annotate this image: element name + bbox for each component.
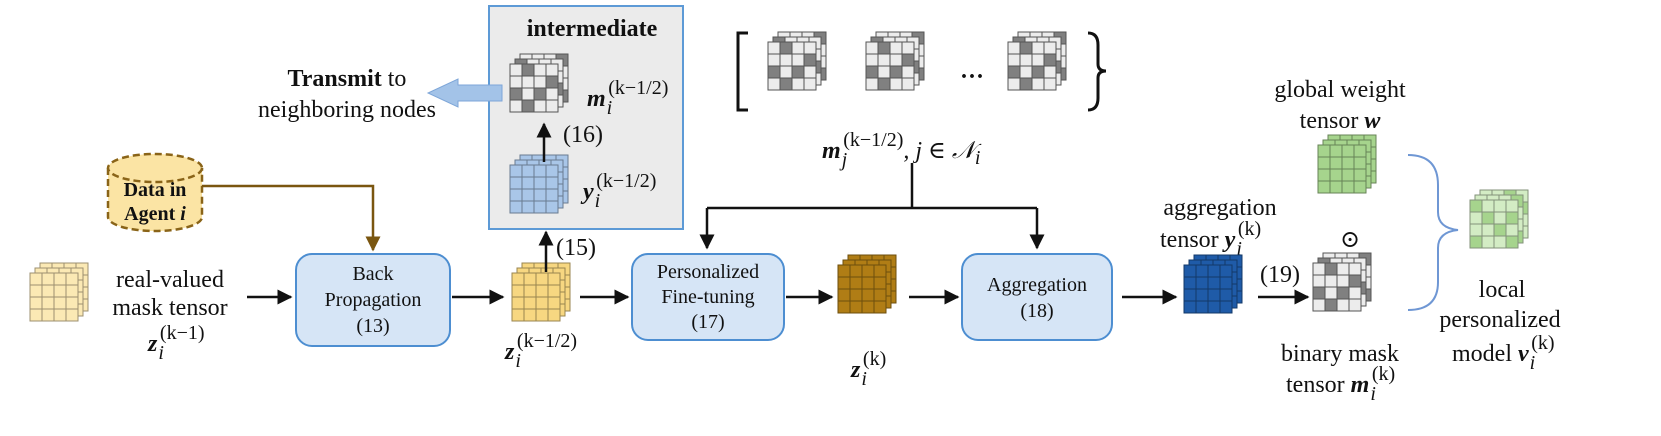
intermediate-title: intermediate bbox=[527, 16, 658, 42]
global-weight-line1: global weight bbox=[1274, 77, 1406, 103]
real-valued-label: real-valued bbox=[116, 267, 224, 293]
m-half-label: mi(k−1/2) bbox=[587, 77, 668, 119]
tensor-neighbor-3 bbox=[1007, 31, 1067, 91]
global-weight-line2: tensor w bbox=[1300, 108, 1382, 134]
tensor-neighbor-1 bbox=[767, 31, 827, 91]
z-prev-label: zi(k−1) bbox=[147, 322, 205, 364]
mask-tensor-label: mask tensor bbox=[112, 295, 227, 321]
aggregation-node bbox=[961, 253, 1113, 341]
neighbor-bracket-left bbox=[736, 31, 748, 112]
binary-mask-line2: tensor mi(k) bbox=[1286, 363, 1395, 405]
tensor-z-k bbox=[837, 254, 897, 314]
tensor-neighbor-2 bbox=[865, 31, 925, 91]
neighbor-brace-right bbox=[1087, 31, 1107, 112]
data-in-agent-cylinder bbox=[106, 152, 204, 233]
y-half-label: yi(k−1/2) bbox=[580, 170, 656, 212]
backprop-eq: (13) bbox=[356, 315, 389, 337]
transmit-label: Transmit to bbox=[288, 66, 407, 92]
neighboring-nodes-label: neighboring nodes bbox=[258, 97, 436, 123]
backprop-line1: Back bbox=[352, 263, 393, 285]
data-to-backprop-arrow bbox=[202, 184, 381, 252]
local-line1: local bbox=[1479, 277, 1526, 303]
data-in-agent-label-line2: Agent i bbox=[124, 203, 186, 225]
local-line2: personalized bbox=[1439, 307, 1560, 333]
tensor-z-half bbox=[511, 262, 571, 322]
finetune-eq: (17) bbox=[691, 311, 724, 333]
local-line3: model vi(k) bbox=[1452, 332, 1555, 374]
local-model-brace bbox=[1407, 154, 1459, 311]
eq16-label: (16) bbox=[563, 122, 603, 148]
finetune-line1: Personalized bbox=[657, 261, 759, 283]
tensor-binary-mask bbox=[1312, 252, 1372, 312]
z-k-label: zi(k) bbox=[850, 348, 886, 390]
aggregation-eq: (18) bbox=[1020, 300, 1053, 322]
tensor-m-half bbox=[509, 53, 569, 113]
eq15-label: (15) bbox=[556, 235, 596, 261]
z-half-label: zi(k−1/2) bbox=[504, 330, 577, 372]
transmit-arrow bbox=[426, 78, 503, 108]
tensor-y-half bbox=[509, 154, 569, 214]
agg-tensor-line2: tensor yi(k) bbox=[1160, 218, 1261, 260]
agg-tensor-line1: aggregation bbox=[1163, 195, 1276, 221]
neighbor-ellipsis: ··· bbox=[960, 64, 984, 90]
data-in-agent-label-line1: Data in bbox=[124, 179, 187, 201]
tensor-aggregation bbox=[1183, 254, 1243, 314]
tensor-local-model bbox=[1469, 189, 1529, 249]
personalized-finetuning-node bbox=[631, 253, 785, 341]
binary-mask-line1: binary mask bbox=[1281, 341, 1399, 367]
odot-symbol: ⊙ bbox=[1340, 227, 1360, 253]
back-propagation-node bbox=[295, 253, 451, 347]
finetune-line2: Fine-tuning bbox=[661, 286, 754, 308]
backprop-line2: Propagation bbox=[325, 289, 422, 311]
aggregation-line1: Aggregation bbox=[987, 274, 1087, 296]
tensor-z-prev bbox=[29, 262, 89, 322]
tensor-global-weight bbox=[1317, 134, 1377, 194]
eq19-label: (19) bbox=[1260, 262, 1300, 288]
mj-label: mj(k−1/2), j ∈ 𝒩i bbox=[822, 129, 982, 171]
